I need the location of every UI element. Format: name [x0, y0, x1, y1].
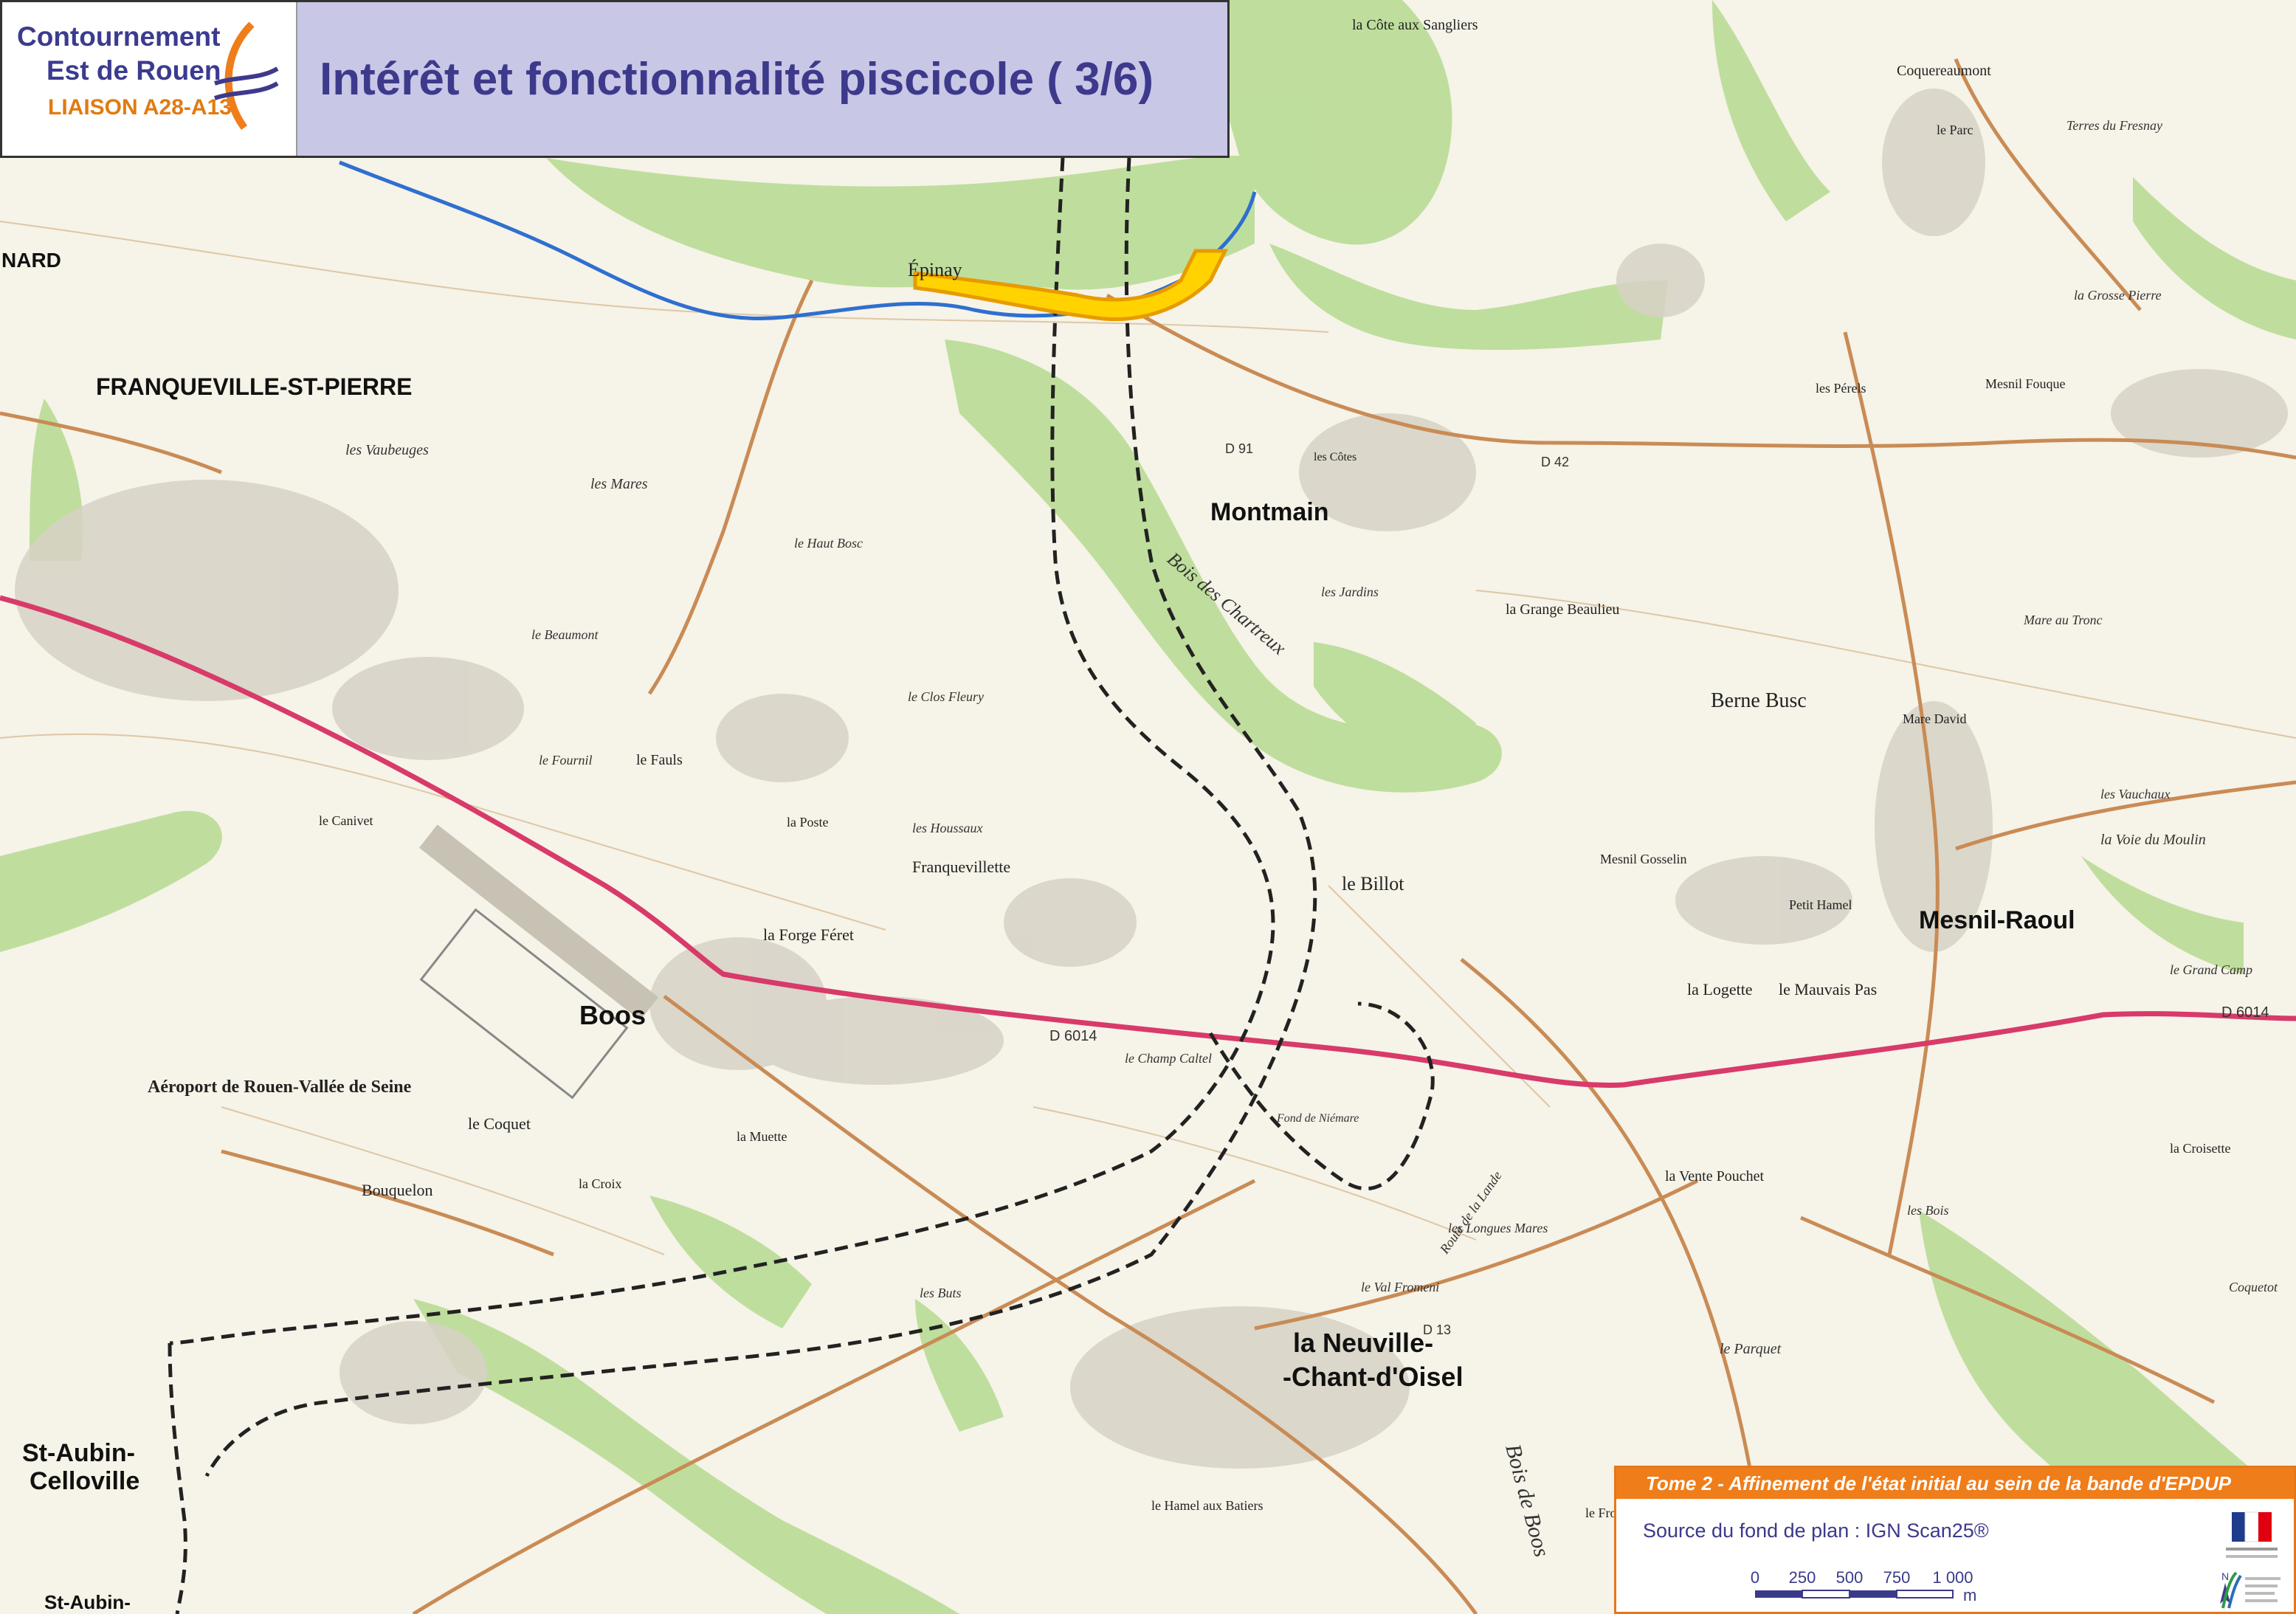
- label-longues-mares: les Longues Mares: [1448, 1221, 1548, 1235]
- label-d42: D 42: [1541, 455, 1569, 469]
- label-val-fromeni: le Val Fromeni: [1361, 1280, 1439, 1294]
- label-fournil: le Fournil: [539, 753, 593, 768]
- scale-label-750: 750: [1883, 1568, 1911, 1587]
- label-mare-david: Mare David: [1903, 711, 1966, 726]
- label-st-aubin-bottom: St-Aubin-: [44, 1591, 131, 1613]
- logo-line2: Est de Rouen: [46, 55, 221, 86]
- label-canivet: le Canivet: [319, 813, 373, 828]
- title-banner: Contournement Est de Rouen LIAISON A28-A…: [0, 0, 1230, 158]
- label-les-bois: les Bois: [1907, 1203, 1949, 1218]
- label-petit-hamel: Petit Hamel: [1789, 897, 1852, 912]
- label-fauls: le Fauls: [636, 752, 683, 768]
- label-neuville-2: -Chant-d'Oisel: [1283, 1362, 1464, 1392]
- label-le-billot: le Billot: [1342, 873, 1404, 894]
- label-hamel-batiers: le Hamel aux Batiers: [1151, 1498, 1263, 1513]
- label-montmain: Montmain: [1210, 498, 1329, 526]
- tome-text: Tome 2 - Affinement de l'état initial au…: [1646, 1472, 2231, 1494]
- label-mesnil-gosselin: Mesnil Gosselin: [1600, 852, 1687, 866]
- marianne-logo-icon: [2226, 1511, 2278, 1558]
- label-mesnil-raoul: Mesnil-Raoul: [1919, 906, 2075, 934]
- label-neuville-1: la Neuville-: [1293, 1328, 1433, 1358]
- label-boos: Boos: [579, 1000, 646, 1030]
- label-terres-fresnay: Terres du Fresnay: [2066, 118, 2162, 133]
- label-aeroport: Aéroport de Rouen-Vallée de Seine: [148, 1077, 412, 1097]
- label-coquet: le Coquet: [468, 1114, 531, 1133]
- label-d6014-west: D 6014: [1049, 1028, 1097, 1044]
- fish-interest-segment: [913, 249, 1229, 321]
- label-mauvais-pas: le Mauvais Pas: [1779, 980, 1877, 999]
- project-logo: Contournement Est de Rouen LIAISON A28-A…: [2, 2, 297, 156]
- label-d91: D 91: [1225, 441, 1253, 456]
- project-band: [168, 157, 1435, 1614]
- label-mares: les Mares: [590, 476, 648, 492]
- logo-line3: LIAISON A28-A13: [48, 95, 232, 120]
- north-label: N: [2221, 1570, 2229, 1582]
- label-croix: la Croix: [579, 1176, 622, 1191]
- title-area: Intérêt et fonctionnalité piscicole ( 3/…: [297, 2, 1227, 156]
- label-vente-pouchet: la Vente Pouchet: [1665, 1168, 1764, 1184]
- label-poste: la Poste: [787, 815, 829, 830]
- label-st-aubin-2: Celloville: [30, 1467, 139, 1495]
- source-text: Source du fond de plan : IGN Scan25®: [1643, 1520, 1989, 1542]
- label-bouquelon: Bouquelon: [362, 1181, 433, 1199]
- label-berne-busc: Berne Busc: [1711, 689, 1807, 712]
- label-coquetot: Coquetot: [2229, 1280, 2278, 1294]
- label-muette: la Muette: [737, 1129, 787, 1144]
- label-vauchaux: les Vauchaux: [2100, 787, 2170, 801]
- label-fond-niemare: Fond de Niémare: [1276, 1112, 1359, 1125]
- label-d6014-east: D 6014: [2221, 1004, 2269, 1021]
- label-mare-tronc: Mare au Tronc: [2023, 613, 2103, 627]
- tome-bar: Tome 2 - Affinement de l'état initial au…: [1616, 1468, 2294, 1499]
- label-mesnil-fouque: Mesnil Fouque: [1985, 376, 2066, 391]
- scale-label-0: 0: [1751, 1568, 1759, 1587]
- label-buts: les Buts: [920, 1286, 962, 1300]
- label-croisette: la Croisette: [2170, 1141, 2230, 1156]
- label-franquevillette: Franquevillette: [912, 858, 1010, 876]
- label-perels: les Pérels: [1816, 381, 1866, 396]
- label-franqueville: FRANQUEVILLE-ST-PIERRE: [96, 373, 412, 400]
- scale-label-1000: 1 000: [1932, 1568, 1973, 1587]
- contour-lines: [0, 221, 2296, 1255]
- label-parquet: le Parquet: [1720, 1341, 1782, 1357]
- label-d13: D 13: [1423, 1322, 1451, 1337]
- scale-label-250: 250: [1789, 1568, 1816, 1587]
- label-houssaux: les Houssaux: [912, 821, 983, 835]
- label-grand-camp: le Grand Camp: [2170, 962, 2252, 977]
- ministry-logo-icon: [2221, 1571, 2281, 1609]
- label-champ-caltel: le Champ Caltel: [1125, 1051, 1212, 1066]
- logo-swoosh-icon: [214, 21, 279, 130]
- logo-line1: Contournement: [17, 21, 221, 52]
- label-epinay: Épinay: [908, 259, 962, 280]
- label-voie-moulin: la Voie du Moulin: [2100, 832, 2206, 848]
- label-jardins: les Jardins: [1321, 584, 1379, 599]
- label-forge-feret: la Forge Féret: [763, 925, 854, 944]
- map-title: Intérêt et fonctionnalité piscicole ( 3/…: [320, 53, 1154, 105]
- label-st-aubin-1: St-Aubin-: [22, 1439, 135, 1467]
- airport: [418, 824, 659, 1100]
- label-beaumont: le Beaumont: [531, 627, 599, 642]
- label-haut-bosc: le Haut Bosc: [794, 536, 863, 551]
- scale-unit: m: [1963, 1586, 1976, 1604]
- label-cote-sangliers: la Côte aux Sangliers: [1352, 17, 1478, 33]
- label-les-cotes: les Côtes: [1314, 451, 1356, 463]
- label-clos-fleury: le Clos Fleury: [908, 689, 984, 704]
- road-d6014: [0, 595, 2296, 1088]
- scale-label-500: 500: [1836, 1568, 1864, 1587]
- label-grange-beaulieu: la Grange Beaulieu: [1506, 601, 1619, 618]
- scale-bar: 0 250 500 750 1 000 m: [1751, 1568, 1976, 1604]
- label-nard: NARD: [1, 249, 61, 272]
- urban-areas: [15, 89, 2288, 1469]
- label-grosse-pierre: la Grosse Pierre: [2074, 288, 2162, 303]
- label-le-parc: le Parc: [1937, 123, 1973, 137]
- map-info-box: Tome 2 - Affinement de l'état initial au…: [1614, 1466, 2296, 1614]
- label-logette: la Logette: [1687, 980, 1753, 999]
- label-vaubeuges: les Vaubeuges: [345, 442, 429, 458]
- label-coquereaumont: Coquereaumont: [1897, 63, 1991, 79]
